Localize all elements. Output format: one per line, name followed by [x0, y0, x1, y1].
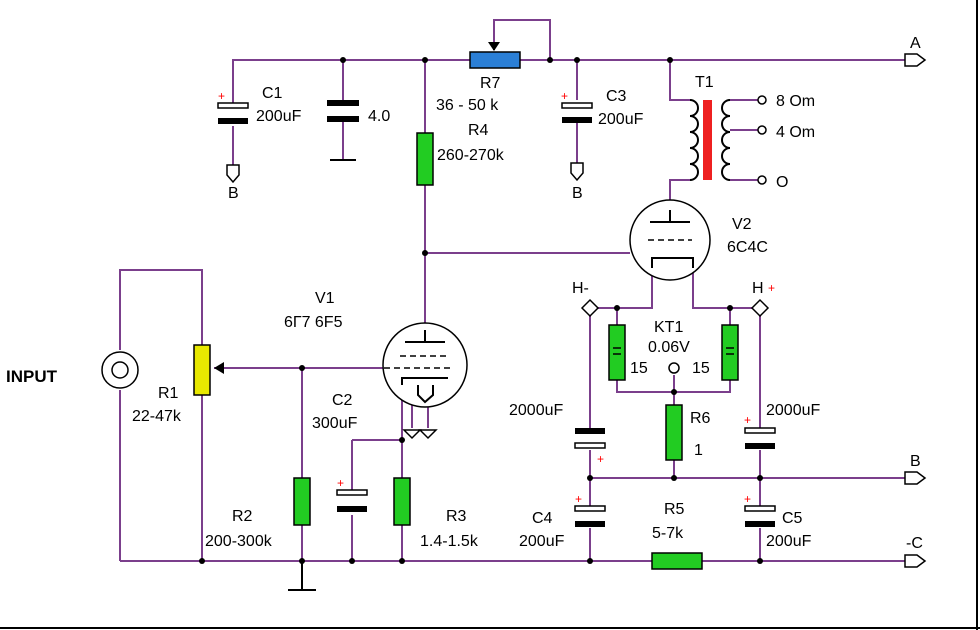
svg-text:+: + — [218, 89, 225, 103]
c3-value: 200uF — [598, 111, 644, 128]
terminal-b-mid: B — [570, 158, 584, 202]
r5-name: R5 — [664, 501, 685, 518]
h-plus-label: H — [752, 280, 764, 297]
resistor-r4: R4 260-270k — [416, 122, 505, 186]
r3-value: 1.4-1.5k — [420, 533, 479, 550]
terminal-b-label: B — [910, 453, 921, 470]
v1-name: V1 — [315, 290, 335, 307]
r1-value: 22-47k — [132, 408, 182, 425]
r7-value: 36 - 50 k — [436, 97, 499, 114]
c2000-left-value: 2000uF — [509, 402, 563, 419]
potentiometer-r1: R1 22-47k — [132, 344, 224, 425]
r2-value: 200-300k — [205, 533, 273, 550]
kt1-value: 0.06V — [648, 339, 690, 356]
terminal-h-plus: H + — [750, 280, 775, 318]
t1-tap-8: 8 Om — [776, 93, 815, 110]
kt1-right: 15 — [692, 360, 710, 377]
t1-name: T1 — [695, 74, 714, 91]
c5-value: 200uF — [766, 533, 812, 550]
resistor-r5: R5 5-7k — [651, 501, 703, 570]
t1-tap-4: 4 Om — [776, 124, 815, 141]
kt1-left: 15 — [630, 360, 648, 377]
r3-name: R3 — [446, 508, 467, 525]
svg-text:+: + — [597, 452, 604, 466]
c5-name: C5 — [782, 510, 803, 527]
capacitor-4-0: 4.0 — [327, 100, 390, 125]
r1-name: R1 — [158, 385, 179, 402]
terminal-b-mid-label: B — [572, 185, 583, 202]
terminal-minus-c: -C — [904, 535, 927, 568]
svg-text:+: + — [337, 476, 344, 490]
r4-name: R4 — [468, 122, 489, 139]
c2-name: C2 — [332, 392, 353, 409]
t1-tap-0: O — [776, 174, 788, 191]
resistor-r6: R6 1 — [665, 404, 711, 461]
c2000-right-value: 2000uF — [766, 402, 820, 419]
capacitor-c5: + C5 200uF — [744, 492, 812, 550]
terminal-h-minus: H- — [572, 280, 600, 318]
svg-text:+: + — [744, 413, 751, 427]
capacitor-2000-left: + 2000uF — [509, 402, 606, 466]
c1-name: C1 — [262, 85, 283, 102]
terminal-a-label: A — [910, 35, 921, 52]
v2-type: 6C4C — [727, 239, 768, 256]
ground-symbols — [288, 159, 356, 591]
terminal-b-left-label: B — [228, 185, 239, 202]
thermistor-kt1: KT1 0.06V 15 15 — [608, 319, 739, 381]
tube-v1: V1 6Г7 6F5 — [284, 290, 468, 440]
c3-name: C3 — [606, 88, 627, 105]
svg-text:+: + — [744, 492, 751, 506]
r4-value: 260-270k — [437, 147, 505, 164]
terminal-a: A — [904, 35, 927, 67]
c2-value: 300uF — [312, 415, 358, 432]
r6-value: 1 — [694, 442, 703, 459]
capacitor-c2: + C2 300uF — [312, 392, 368, 512]
r2-name: R2 — [232, 508, 253, 525]
resistor-r3: R3 1.4-1.5k — [393, 477, 479, 550]
terminal-b: B — [904, 453, 927, 485]
capacitor-c4: + C4 200uF — [519, 492, 606, 550]
capacitor-c3: + C3 200uF — [561, 88, 644, 128]
capacitor-2000-right: + 2000uF — [744, 402, 820, 449]
kt1-name: KT1 — [654, 319, 683, 336]
h-minus-label: H- — [572, 280, 589, 297]
r5-value: 5-7k — [652, 525, 684, 542]
terminal-minus-c-label: -C — [906, 535, 923, 552]
junction-dots — [199, 57, 763, 564]
wiring — [119, 19, 905, 562]
tube-v2: V2 6C4C — [629, 199, 768, 281]
resistor-r7: R7 36 - 50 k — [436, 42, 521, 114]
svg-text:+: + — [575, 492, 582, 506]
c4-name: C4 — [532, 510, 553, 527]
v2-name: V2 — [732, 216, 752, 233]
terminal-b-left: B — [226, 160, 240, 202]
capacitor-c1: + C1 200uF — [217, 85, 302, 125]
r6-name: R6 — [690, 410, 711, 427]
c-unnamed-value: 4.0 — [368, 108, 390, 125]
v1-type: 6Г7 6F5 — [284, 314, 343, 331]
svg-text:+: + — [561, 89, 568, 103]
c4-value: 200uF — [519, 533, 565, 550]
resistor-r2: R2 200-300k — [205, 477, 311, 550]
input-jack: INPUT — [6, 351, 139, 389]
svg-text:+: + — [768, 281, 775, 295]
input-label: INPUT — [6, 367, 58, 386]
c1-value: 200uF — [256, 108, 302, 125]
r7-name: R7 — [480, 75, 501, 92]
transformer-t1: T1 8 Om 4 Om O — [689, 74, 815, 191]
